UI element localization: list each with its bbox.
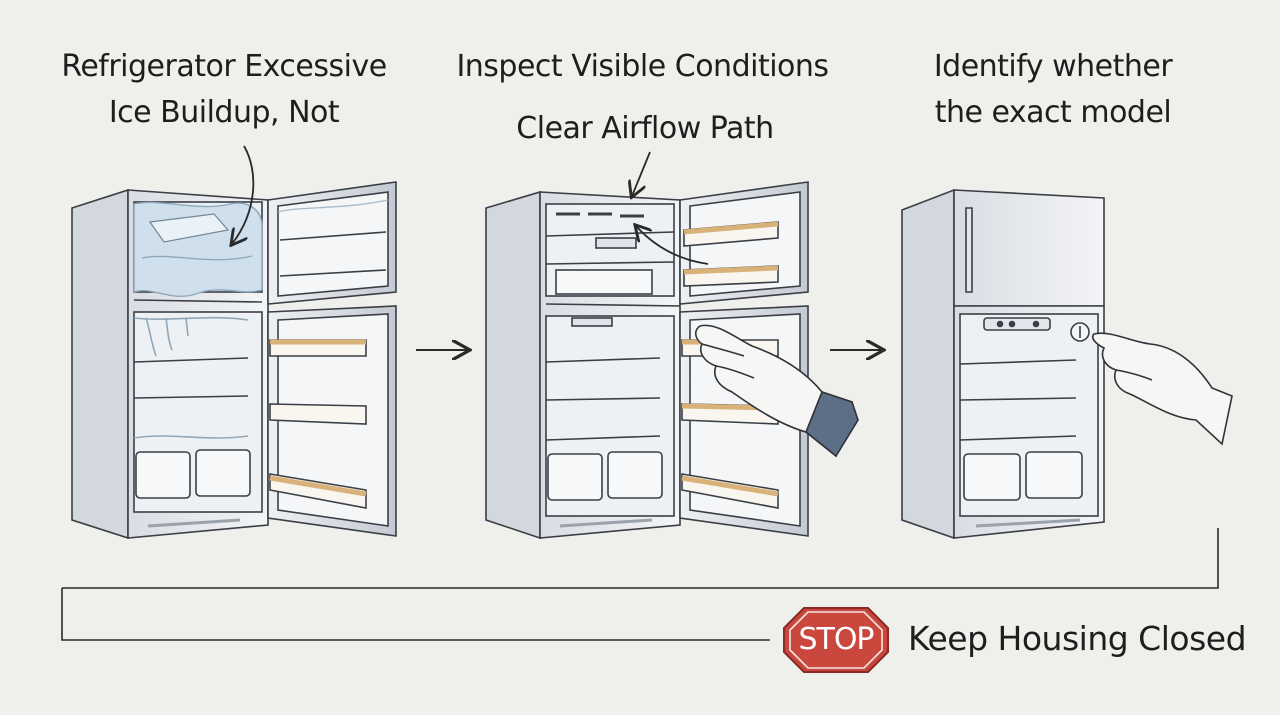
- panel-1-title: Refrigerator Excessive Ice Buildup, Not: [48, 44, 400, 136]
- fridge-model-check: [901, 188, 1105, 540]
- panel-3-title-line-1: Identify whether: [933, 49, 1173, 84]
- panel-3-title-line-2: the exact model: [934, 95, 1172, 130]
- panel-3-title: Identify whether the exact model: [906, 44, 1200, 136]
- footer-message: Keep Housing Closed: [908, 619, 1247, 658]
- panel-2-subtitle: Clear Airflow Path: [480, 106, 810, 152]
- hand-illustration: [694, 324, 859, 458]
- hand-illustration-right: [1091, 332, 1233, 446]
- bracket-line: [61, 588, 770, 641]
- stop-sign: [783, 607, 889, 673]
- stop-sign-text: STOP: [798, 622, 874, 657]
- fridge-airflow: [485, 151, 809, 540]
- panel-2-subtitle-text: Clear Airflow Path: [516, 111, 774, 146]
- panel-2-title: Inspect Visible Conditions: [440, 44, 845, 90]
- bracket-line-top: [62, 528, 1219, 589]
- fridge-ice-buildup: [71, 145, 397, 540]
- panel-1-title-line-1: Refrigerator Excessive: [61, 49, 387, 84]
- panel-2-title-line-1: Inspect Visible Conditions: [456, 49, 829, 84]
- panel-1-title-line-2: Ice Buildup, Not: [108, 95, 340, 130]
